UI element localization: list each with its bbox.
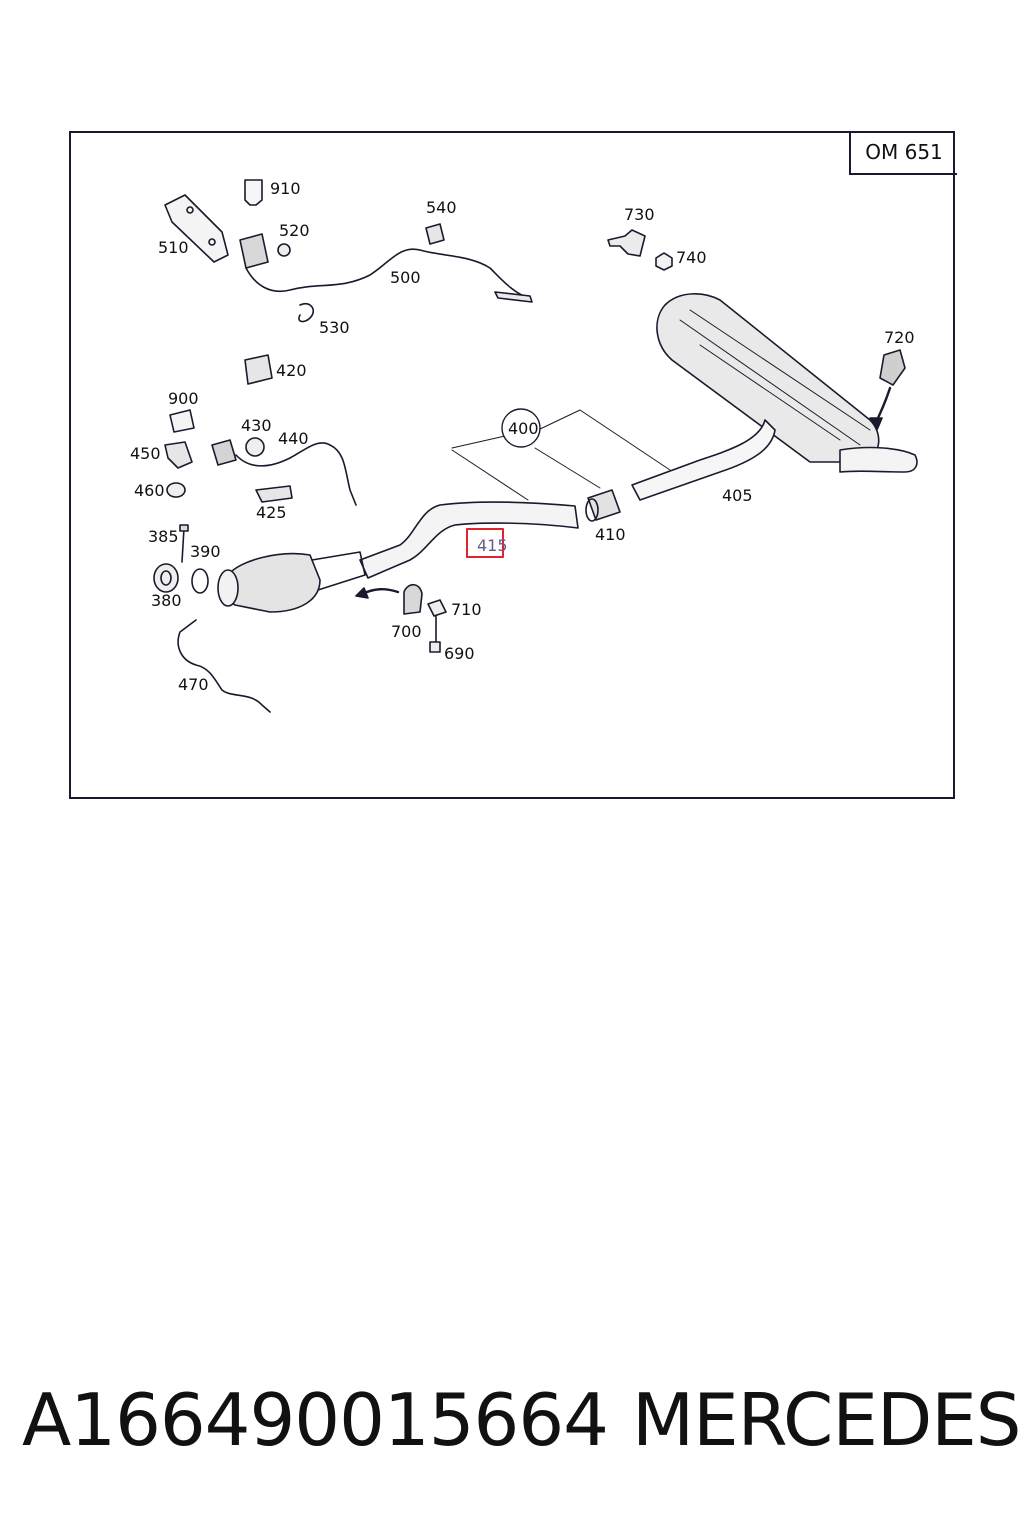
part-540-clip bbox=[425, 223, 445, 245]
part-number: A166490015664 bbox=[22, 1378, 609, 1462]
label-740: 740 bbox=[676, 248, 707, 267]
part-460-grommet bbox=[166, 482, 186, 498]
part-530-clip bbox=[298, 302, 315, 323]
label-385: 385 bbox=[148, 527, 179, 546]
part-410-clamp bbox=[585, 489, 621, 522]
footer: A166490015664 MERCEDES bbox=[0, 1380, 1024, 1470]
label-415: 415 bbox=[477, 536, 508, 555]
part-740-nut bbox=[655, 252, 673, 271]
part-470-cable bbox=[177, 619, 271, 713]
label-510: 510 bbox=[158, 238, 189, 257]
diagram-frame bbox=[69, 131, 955, 799]
part-450-bracket bbox=[164, 441, 193, 469]
label-410: 410 bbox=[595, 525, 626, 544]
part-380-clamp bbox=[153, 563, 179, 593]
label-720: 720 bbox=[884, 328, 915, 347]
label-690: 690 bbox=[444, 644, 475, 663]
brand-name: MERCEDES bbox=[632, 1378, 1021, 1462]
part-430-sensor bbox=[211, 439, 237, 466]
part-425-clip bbox=[255, 485, 293, 503]
part-720-hanger bbox=[879, 349, 906, 386]
label-470: 470 bbox=[178, 675, 209, 694]
highlight-box-415 bbox=[466, 528, 504, 558]
label-405: 405 bbox=[722, 486, 753, 505]
exhaust-system-drawing: 910 520 510 540 500 530 730 740 720 420 … bbox=[130, 179, 918, 713]
label-520: 520 bbox=[279, 221, 310, 240]
label-440: 440 bbox=[278, 429, 309, 448]
part-710-bracket bbox=[427, 599, 447, 617]
part-900-cap bbox=[169, 409, 195, 433]
label-500: 500 bbox=[390, 268, 421, 287]
part-520-nut bbox=[277, 243, 291, 257]
label-910: 910 bbox=[270, 179, 301, 198]
part-700-hanger bbox=[403, 583, 423, 615]
part-415-pipe bbox=[359, 501, 579, 579]
label-710: 710 bbox=[451, 600, 482, 619]
part-405-pipe bbox=[631, 419, 776, 501]
part-690-bolt bbox=[429, 615, 441, 653]
label-400: 400 bbox=[508, 419, 539, 438]
label-900: 900 bbox=[168, 389, 199, 408]
label-450: 450 bbox=[130, 444, 161, 463]
label-460: 460 bbox=[134, 481, 165, 500]
callout-400-circle bbox=[501, 408, 541, 448]
label-730: 730 bbox=[624, 205, 655, 224]
label-530: 530 bbox=[319, 318, 350, 337]
engine-model-label: OM 651 bbox=[849, 131, 957, 175]
label-700: 700 bbox=[391, 622, 422, 641]
part-385-bolt bbox=[179, 524, 189, 563]
part-500-cable bbox=[245, 248, 531, 299]
part-390-gasket bbox=[191, 568, 209, 594]
part-420-clip bbox=[244, 354, 273, 385]
part-catalyst bbox=[217, 551, 366, 613]
part-sensor-module bbox=[239, 233, 269, 269]
part-730-mount bbox=[607, 229, 646, 257]
label-380: 380 bbox=[151, 591, 182, 610]
part-400-group-lines bbox=[451, 409, 671, 501]
part-440-cable bbox=[235, 442, 357, 506]
part-910-cap bbox=[244, 179, 263, 206]
label-430: 430 bbox=[241, 416, 272, 435]
label-420: 420 bbox=[276, 361, 307, 380]
part-510-bracket bbox=[164, 194, 229, 263]
part-rear-muffler bbox=[656, 293, 918, 473]
label-540: 540 bbox=[426, 198, 457, 217]
label-425: 425 bbox=[256, 503, 287, 522]
label-390: 390 bbox=[190, 542, 221, 561]
